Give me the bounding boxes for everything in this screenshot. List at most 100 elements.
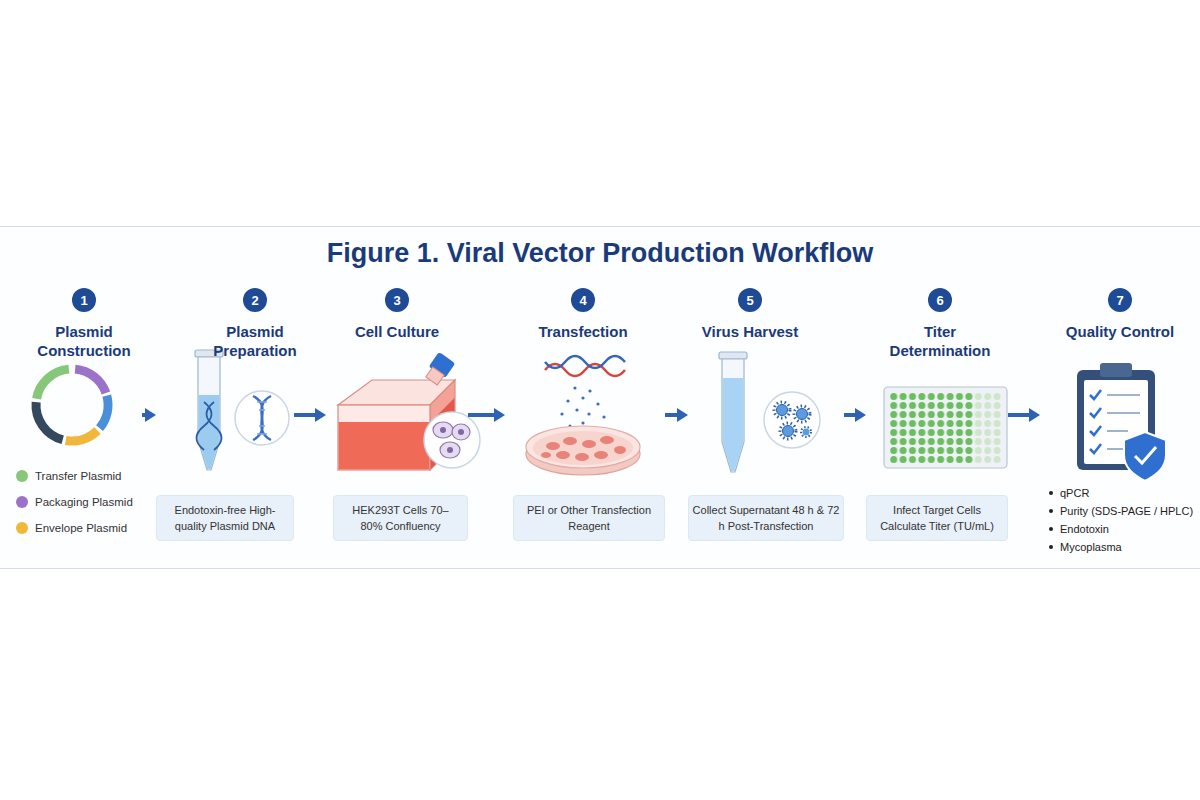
step-number: 4: [571, 288, 595, 312]
bullet-dot: [1049, 545, 1053, 549]
well-plate-part: [889, 392, 974, 464]
qc-clipboard-part: [1107, 394, 1140, 396]
virus-magnifier: [764, 392, 820, 448]
step-number-text: 1: [80, 293, 87, 308]
well-plate-part: [974, 392, 1002, 464]
qc-clipboard-part: [1090, 426, 1101, 435]
virus-magnifier-part: [774, 402, 790, 418]
caption-box: Infect Target Cells Calculate Titer (TU/…: [866, 495, 1008, 541]
caption-box: PEI or Other Transfection Reagent: [513, 495, 665, 541]
dna-strands-part: [545, 356, 625, 368]
dna-strands-part: [581, 396, 584, 399]
virus-magnifier-part: [764, 392, 820, 448]
step-title: Titer Determination: [875, 322, 1005, 360]
step-number-text: 4: [579, 293, 586, 308]
dna-magnifier-part: [257, 433, 267, 435]
legend-swatch: [16, 522, 28, 534]
dna-strands-part: [575, 408, 578, 411]
dna-strands-part: [588, 389, 591, 392]
virus-magnifier-part: [797, 409, 808, 420]
well-plate: [884, 387, 1007, 468]
arrow-shaft: [844, 413, 856, 417]
legend-text: Envelope Plasmid: [35, 521, 127, 535]
dna-strands-part: [602, 415, 605, 418]
flow-arrow: [142, 408, 156, 422]
plasmid-ring-part: [28, 361, 116, 449]
step-column: Plasmid Construction 1: [30, 285, 142, 560]
well-plate-part: [884, 387, 1007, 468]
legend-swatch: [16, 496, 28, 508]
plasmid-tube-part: [207, 402, 222, 450]
step-number: 3: [385, 288, 409, 312]
cell-magnifier-part: [440, 427, 446, 433]
harvest-tube-part: [723, 378, 744, 471]
culture-flask-part: [338, 405, 430, 470]
flow-arrow: [294, 408, 326, 422]
step-number-text: 3: [393, 293, 400, 308]
petri-dish-part: [575, 453, 589, 461]
dna-magnifier-part: [253, 396, 271, 440]
flow-arrow: [1008, 408, 1040, 422]
bullet-dot: [1049, 509, 1053, 513]
bullet-item: Mycoplasma: [1060, 540, 1122, 554]
caption-box: HEK293T Cells 70–80% Confluency: [333, 495, 468, 541]
virus-magnifier-part: [803, 429, 810, 436]
cell-magnifier-part: [424, 412, 480, 468]
plasmid-tube-part: [197, 402, 212, 450]
step-number: 1: [72, 288, 96, 312]
plasmid-tube-part: [198, 357, 220, 470]
step-column: Cell Culture3HEK293T Cells 70–80% Conflu…: [326, 285, 468, 560]
legend-swatch: [16, 470, 28, 482]
flow-arrow: [844, 408, 866, 422]
petri-dish-part: [556, 451, 570, 459]
qc-clipboard-part: [1107, 412, 1140, 414]
qc-clipboard-part: [1107, 430, 1128, 432]
dna-strands-part: [573, 386, 576, 389]
caption-text: HEK293T Cells 70–80% Confluency: [344, 502, 457, 534]
dna-magnifier-part: [259, 409, 265, 411]
cell-magnifier-part: [458, 429, 464, 435]
culture-flask-part: [426, 367, 444, 385]
dna-magnifier: [235, 391, 289, 445]
arrow-shaft: [665, 413, 678, 417]
petri-dish-part: [594, 451, 608, 459]
plasmid-tube: [195, 350, 223, 470]
cell-magnifier: [424, 412, 480, 468]
arrow-head: [677, 408, 688, 422]
arrow-head: [1029, 408, 1040, 422]
culture-flask-part: [339, 422, 430, 469]
petri-dish-part: [541, 452, 551, 458]
caption-box: Endotoxin-free High-quality Plasmid DNA: [156, 495, 294, 541]
dna-strands-part: [566, 399, 569, 402]
bullet-dot: [1049, 491, 1053, 495]
legend-text: Transfer Plasmid: [35, 469, 122, 483]
dna-strands-part: [596, 402, 599, 405]
petri-dish-part: [614, 446, 626, 454]
petri-dish-part: [533, 431, 633, 465]
step-column: Plasmid Preparation2Endotoxin-free High-…: [156, 285, 294, 560]
caption-text: Infect Target Cells Calculate Titer (TU/…: [871, 502, 1003, 534]
plasmid-ring: [21, 354, 123, 456]
step-title: Plasmid Construction: [29, 322, 139, 360]
figure-title: Figure 1. Viral Vector Production Workfl…: [0, 238, 1200, 269]
step-number-text: 5: [746, 293, 753, 308]
step-number: 5: [738, 288, 762, 312]
qc-shield-part: [1124, 432, 1166, 481]
dna-strands-part: [581, 421, 584, 424]
petri-dish-part: [600, 436, 614, 444]
caption-box: Collect Supernatant 48 h & 72 h Post-Tra…: [688, 495, 844, 541]
qc-clipboard-part: [1107, 448, 1124, 450]
virus-magnifier-part: [777, 405, 788, 416]
petri-dish-part: [563, 437, 577, 445]
dna-strands-part: [560, 412, 563, 415]
dna-strands-part: [587, 412, 590, 415]
flow-arrow: [665, 408, 688, 422]
qc-clipboard-part: [1090, 408, 1101, 417]
dna-strands-part: [545, 364, 625, 376]
step-column: Quality ControlqPCRPurity (SDS-PAGE / HP…: [1040, 285, 1190, 560]
cell-magnifier-part: [447, 447, 453, 453]
arrow-head: [494, 408, 505, 422]
